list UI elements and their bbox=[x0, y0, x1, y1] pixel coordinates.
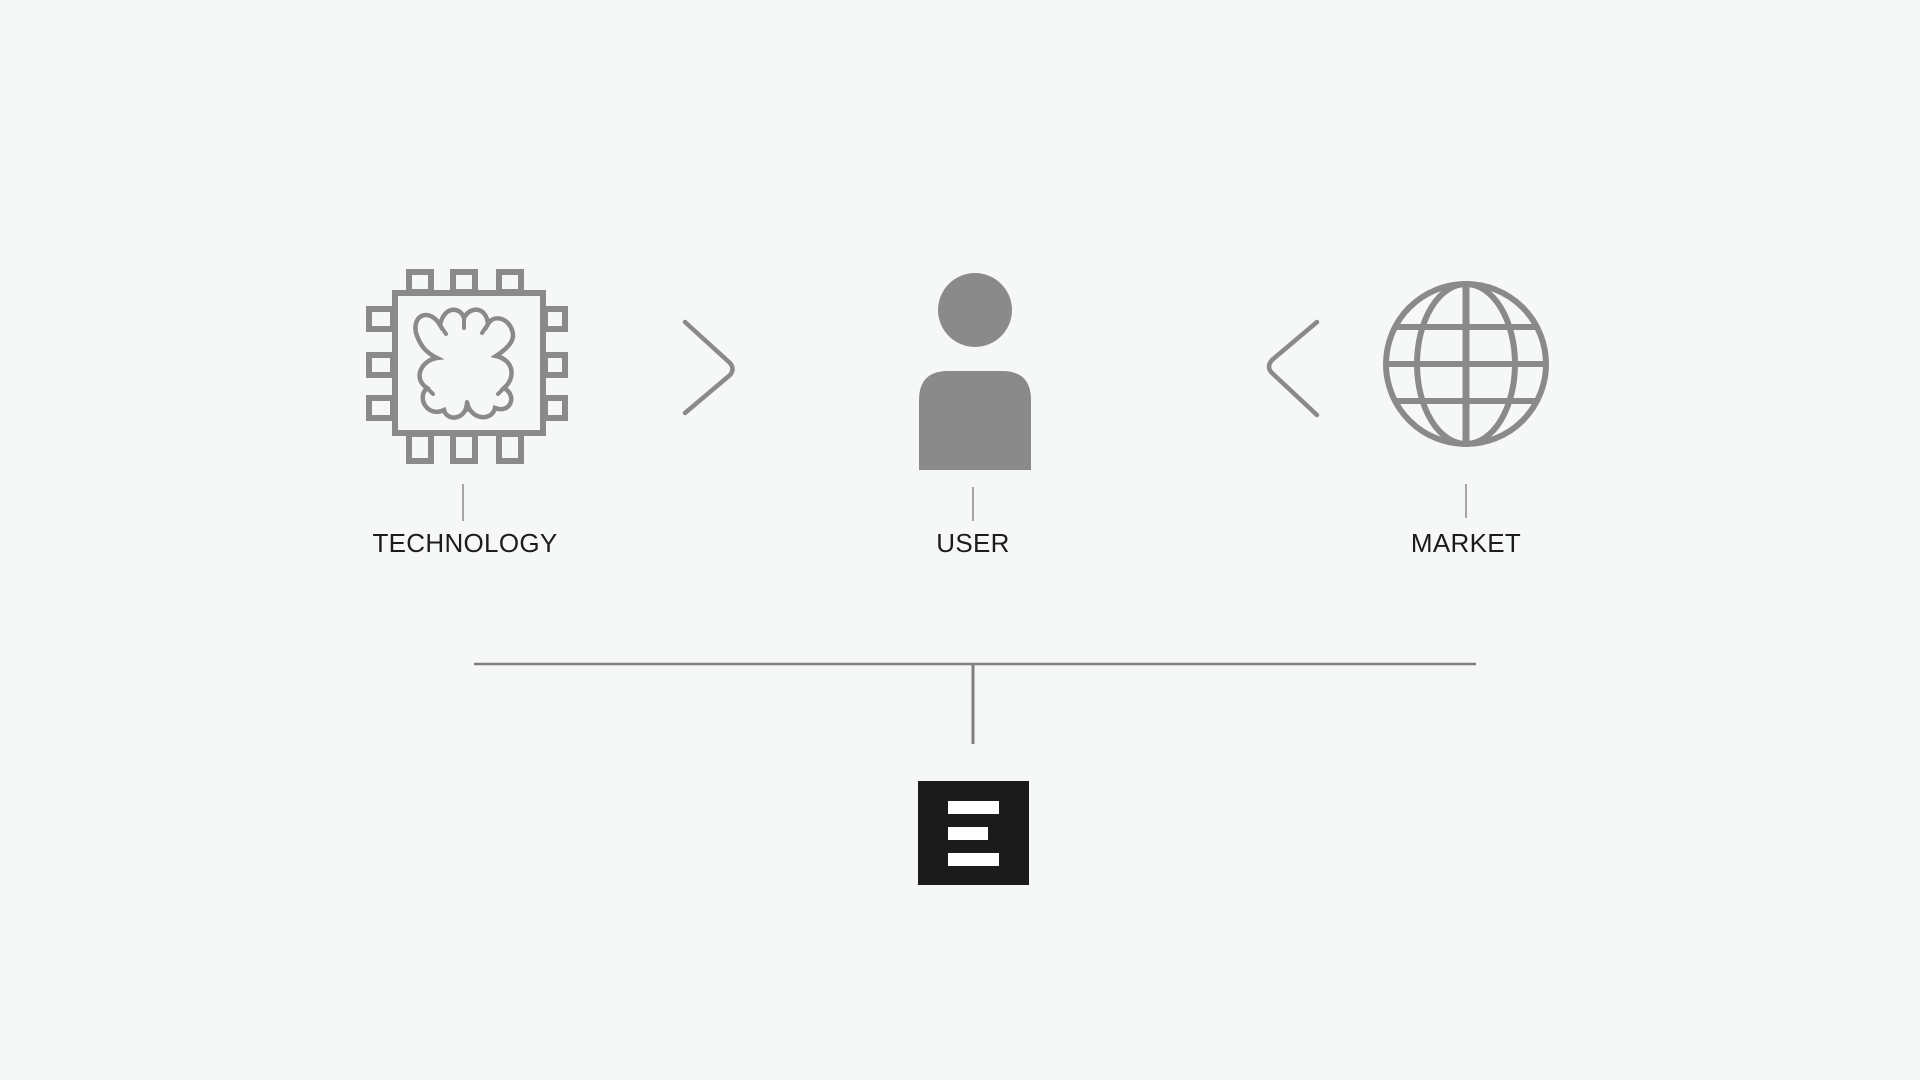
user-label: USER bbox=[936, 528, 1010, 558]
globe-icon bbox=[1383, 281, 1549, 447]
market-label: MARKET bbox=[1410, 528, 1522, 558]
connector-bracket bbox=[474, 662, 1476, 744]
chevron-right-icon bbox=[682, 319, 735, 416]
logo-e-icon bbox=[918, 781, 1029, 885]
person-icon bbox=[919, 273, 1031, 470]
chip-brain-icon bbox=[366, 269, 568, 464]
chevron-left-icon bbox=[1266, 319, 1320, 418]
technology-label: TECHNOLOGY bbox=[372, 528, 558, 558]
